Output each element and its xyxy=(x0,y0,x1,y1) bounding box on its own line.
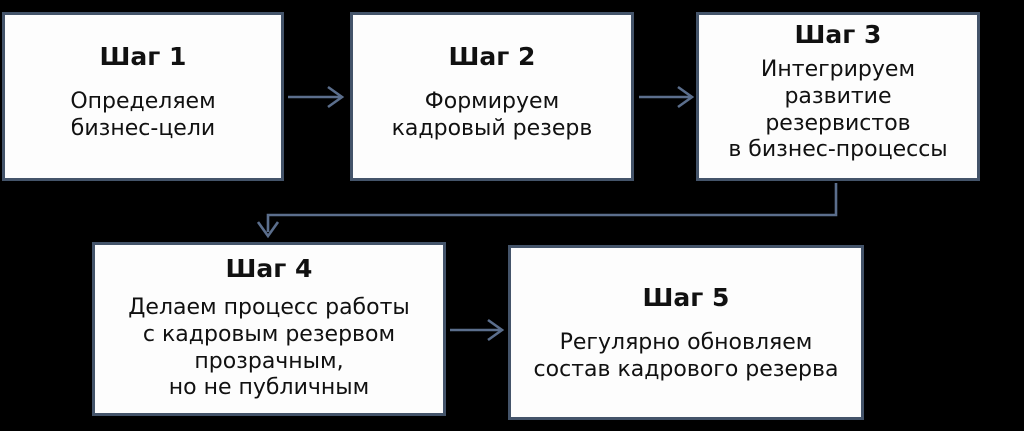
step-1-title: Шаг 1 xyxy=(99,42,187,71)
connector-step1-to-step2 xyxy=(288,85,345,109)
connector-step3-to-step4 xyxy=(256,183,838,239)
step-2-body: Формируем кадровый резерв xyxy=(391,89,593,141)
step-4-body: Делаем процесс работы с кадровым резерво… xyxy=(128,295,410,401)
step-box-3[interactable]: Шаг 3 Интегрируем развитие резервистов в… xyxy=(696,12,980,181)
step-box-2[interactable]: Шаг 2 Формируем кадровый резерв xyxy=(350,12,634,181)
step-5-body: Регулярно обновляем состав кадрового рез… xyxy=(533,330,839,382)
step-2-title: Шаг 2 xyxy=(448,42,536,71)
connector-step4-to-step5 xyxy=(450,318,505,342)
step-3-body: Интегрируем развитие резервистов в бизне… xyxy=(728,57,948,163)
step-5-title: Шаг 5 xyxy=(642,283,730,312)
step-1-body: Определяем бизнес-цели xyxy=(70,89,216,141)
step-box-5[interactable]: Шаг 5 Регулярно обновляем состав кадрово… xyxy=(508,245,864,420)
step-4-title: Шаг 4 xyxy=(225,254,313,283)
step-3-title: Шаг 3 xyxy=(794,20,882,49)
step-box-1[interactable]: Шаг 1 Определяем бизнес-цели xyxy=(2,12,284,181)
step-box-4[interactable]: Шаг 4 Делаем процесс работы с кадровым р… xyxy=(92,242,446,416)
connector-step2-to-step3 xyxy=(639,85,695,109)
